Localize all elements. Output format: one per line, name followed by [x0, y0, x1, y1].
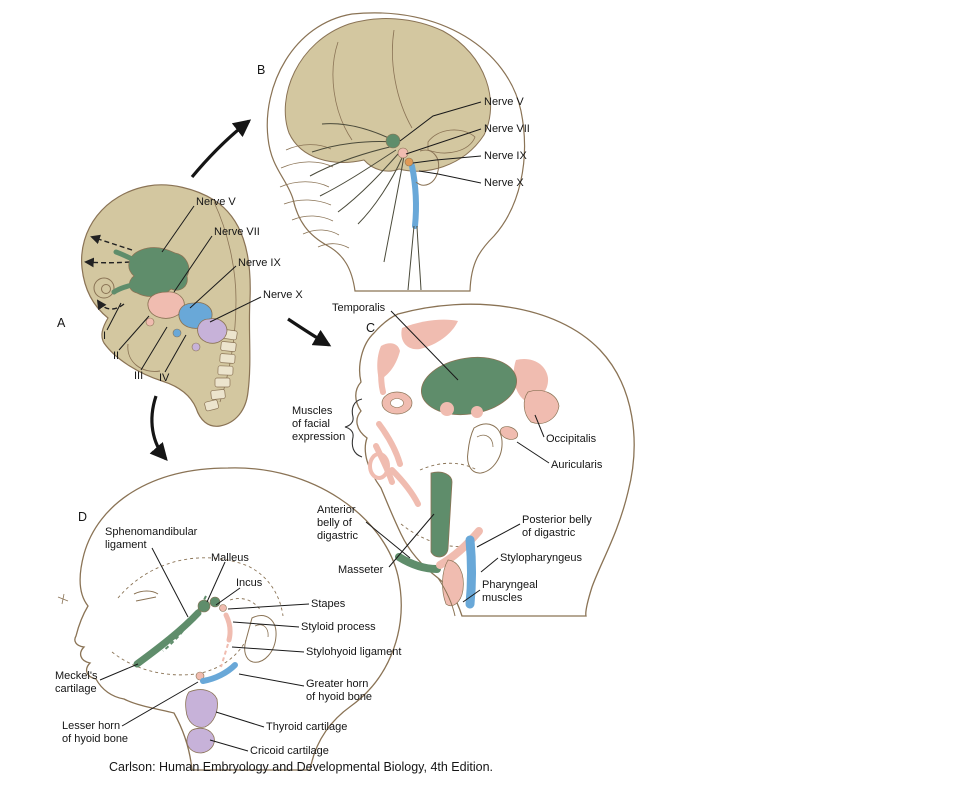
scalp-pink-patch — [401, 319, 458, 350]
infant-ear — [244, 615, 277, 663]
ear-c — [467, 423, 503, 474]
posterior-digastric-muscle — [436, 527, 483, 569]
somites — [204, 328, 238, 412]
parietal-pink-patch — [513, 358, 549, 401]
arch-4-mass — [197, 318, 228, 344]
facial-muscle-strands — [373, 349, 421, 507]
label-nerve-x-a: Nerve X — [263, 289, 303, 301]
leader-lines — [99, 101, 550, 752]
skull-dashed — [111, 557, 284, 676]
label-arch-iv: IV — [159, 372, 170, 384]
label-masseter: Masseter — [338, 564, 384, 576]
label-greater-horn: Greater horn of hyoid bone — [306, 678, 373, 703]
arch-1-mass — [128, 247, 190, 297]
orbicularis-oris — [368, 452, 390, 480]
stylopharyngeus-muscle — [465, 535, 476, 609]
panel-a-art — [81, 184, 251, 427]
panel-label-a: A — [57, 316, 66, 330]
panel-c-art — [344, 303, 635, 617]
label-styloid-process: Styloid process — [301, 621, 376, 633]
fetal-ear — [415, 149, 440, 186]
label-lesser-horn: Lesser horn of hyoid bone — [62, 720, 129, 745]
arrow-a-to-c — [287, 317, 332, 347]
styloid-process — [223, 612, 233, 643]
anterior-digastric-muscle — [395, 553, 441, 573]
label-thyroid-cartilage: Thyroid cartilage — [266, 721, 348, 733]
nerve-v-root — [385, 133, 401, 149]
label-posterior-digastric: Posterior belly of digastric — [522, 514, 592, 539]
label-arch-i: I — [103, 330, 107, 342]
label-nerve-x-b: Nerve X — [484, 177, 524, 189]
heart-bulge — [127, 343, 161, 372]
malleus — [197, 599, 211, 613]
figure-caption: Carlson: Human Embryology and Developmen… — [109, 760, 493, 774]
label-malleus: Malleus — [211, 552, 249, 564]
stapes — [219, 604, 227, 612]
label-nerve-v-b: Nerve V — [484, 96, 524, 108]
cranial-nerve-branches — [309, 123, 405, 263]
greater-horn — [200, 662, 238, 684]
panel-label-b: B — [257, 63, 266, 77]
label-temporalis: Temporalis — [332, 302, 386, 314]
label-auricularis: Auricularis — [551, 459, 603, 471]
label-sphenomandibular: Sphenomandibular ligament — [105, 526, 198, 551]
label-occipitalis: Occipitalis — [546, 433, 597, 445]
panel-d-art — [57, 467, 402, 771]
auricularis-muscle — [499, 426, 519, 440]
label-incus: Incus — [236, 577, 263, 589]
infant-head-outline — [74, 467, 402, 771]
label-arch-iii: III — [134, 370, 144, 382]
flow-arrows — [149, 119, 332, 461]
meckels-cartilage — [133, 609, 202, 668]
arrow-a-to-b — [190, 119, 252, 179]
label-pharyngeal-muscles: Pharyngeal muscles — [482, 579, 538, 604]
sphenomandibular-ligament — [162, 595, 207, 652]
cricoid-cartilage — [186, 727, 215, 754]
nerve-ix-root — [404, 157, 414, 167]
label-nerve-ix-b: Nerve IX — [484, 150, 527, 162]
label-anterior-digastric: Anterior belly of digastric — [317, 504, 358, 542]
masseter-muscle — [430, 471, 453, 558]
label-stylohyoid-ligament: Stylohyoid ligament — [306, 646, 402, 658]
arrow-a-to-d — [149, 395, 168, 461]
optic-vesicle — [93, 277, 115, 299]
label-facial-expression: Muscles of facial expression — [292, 405, 346, 443]
label-nerve-ix-a: Nerve IX — [238, 257, 281, 269]
label-stylopharyngeus: Stylopharyngeus — [500, 552, 582, 564]
label-nerve-vii-a: Nerve VII — [214, 226, 260, 238]
occipitalis-muscle — [523, 390, 560, 424]
label-cricoid-cartilage: Cricoid cartilage — [250, 745, 329, 757]
incus — [209, 596, 221, 608]
facial-brace — [344, 398, 363, 458]
cerebellum — [427, 129, 476, 154]
lesser-horn — [195, 671, 205, 681]
migration-arrows — [84, 234, 133, 311]
label-nerve-v-a: Nerve V — [196, 196, 236, 208]
label-arch-ii: II — [113, 350, 120, 362]
label-meckels-cartilage: Meckel's cartilage — [55, 670, 98, 695]
panel-label-d: D — [78, 510, 88, 524]
panel-label-c: C — [366, 321, 376, 335]
nerve-x-trunk — [409, 163, 419, 229]
thyroid-cartilage — [185, 689, 218, 728]
panel-b-art — [266, 12, 526, 292]
label-nerve-vii-b: Nerve VII — [484, 123, 530, 135]
label-stapes: Stapes — [311, 598, 346, 610]
nerve-vii-root — [397, 147, 409, 159]
infant-eye — [135, 596, 157, 602]
face-creases — [279, 144, 350, 249]
